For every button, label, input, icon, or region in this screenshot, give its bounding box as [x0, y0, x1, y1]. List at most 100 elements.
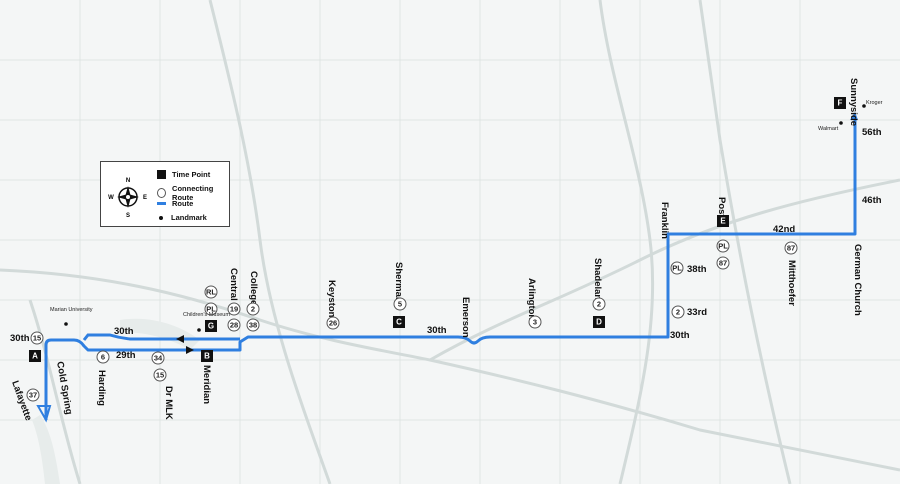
svg-text:B: B: [204, 352, 210, 361]
connecting-route-26: 26: [326, 316, 340, 330]
svg-text:E: E: [720, 217, 726, 226]
legend-time-point-label: Time Point: [172, 170, 211, 179]
compass-n: N: [126, 178, 130, 184]
street-mitthoefer: Mitthoefer: [786, 260, 797, 306]
connecting-route-28: 28: [227, 318, 241, 332]
connecting-route-5: 5: [393, 297, 407, 311]
route-terminus-north: [850, 112, 858, 120]
svg-text:19: 19: [230, 305, 238, 314]
street-franklin: Franklin: [659, 202, 670, 239]
svg-text:G: G: [208, 322, 214, 331]
svg-text:38: 38: [249, 321, 257, 330]
svg-text:RL: RL: [206, 288, 216, 297]
street-30th-east: 30th: [670, 330, 690, 341]
svg-text:2: 2: [251, 305, 255, 314]
svg-text:87: 87: [719, 259, 727, 268]
legend-route-label: Route: [172, 199, 194, 208]
time-point-f: F: [834, 97, 846, 109]
connecting-route-38: 38: [246, 318, 260, 332]
connecting-route-symbol: [157, 188, 167, 198]
svg-text:Children's Museum: Children's Museum: [183, 312, 230, 318]
svg-text:37: 37: [29, 391, 37, 400]
landmark-marian-university: Marian University: [50, 307, 93, 326]
street-meridian: Meridian: [201, 365, 212, 404]
connecting-route-15-b: 15: [153, 368, 167, 382]
svg-text:5: 5: [398, 300, 402, 309]
connecting-route-pl-e: PL: [716, 239, 730, 253]
connecting-route-pl-38th: PL: [670, 261, 684, 275]
street-30th-mid: 30th: [427, 325, 447, 336]
street-college: College: [248, 271, 259, 305]
compass-w: W: [108, 195, 114, 201]
connecting-route-rl: RL: [204, 285, 218, 299]
legend-time-point: Time Point: [157, 170, 210, 179]
svg-text:2: 2: [676, 308, 680, 317]
street-29th: 29th: [116, 350, 136, 361]
street-sherman: Sherman: [393, 262, 404, 303]
landmark-symbol: [159, 215, 163, 220]
time-point-a: A: [29, 350, 41, 362]
connecting-route-19: 19: [227, 302, 241, 316]
connecting-route-2-a: 2: [246, 302, 260, 316]
route-line: [44, 120, 857, 420]
connecting-route-34: 34: [151, 351, 165, 365]
svg-text:PL: PL: [206, 305, 216, 314]
direction-arrow-west: [176, 335, 184, 343]
time-point-b: B: [201, 350, 213, 362]
street-42nd: 42nd: [773, 224, 795, 235]
compass-e: E: [143, 195, 147, 201]
legend-connecting-route-label: Connecting Route: [172, 184, 214, 202]
compass-s: S: [126, 213, 130, 218]
street-46th: 46th: [862, 195, 882, 206]
street-shadeland: Shadeland: [592, 258, 603, 306]
svg-text:34: 34: [154, 354, 163, 363]
svg-text:F: F: [838, 99, 843, 108]
connecting-route-3: 3: [528, 315, 542, 329]
street-56th: 56th: [862, 127, 882, 138]
legend-landmark-label: Landmark: [171, 213, 207, 222]
svg-text:Kroger: Kroger: [866, 100, 883, 106]
time-point-g: G: [205, 320, 217, 332]
street-german-church: German Church: [852, 244, 863, 316]
connecting-route-87-m: 87: [784, 241, 798, 255]
svg-text:Marian University: Marian University: [50, 307, 93, 313]
street-38th: 38th: [687, 264, 707, 275]
time-point-d: D: [593, 316, 605, 328]
svg-text:87: 87: [787, 244, 795, 253]
svg-text:26: 26: [329, 319, 337, 328]
time-point-symbol: [157, 170, 166, 179]
svg-text:15: 15: [156, 371, 164, 380]
street-harding: Harding: [96, 370, 107, 406]
svg-text:2: 2: [597, 300, 601, 309]
street-keystone: Keystone: [326, 280, 337, 323]
compass-rose-icon: N S W E: [108, 178, 147, 218]
svg-text:C: C: [396, 318, 402, 327]
street-dr-mlk: Dr MLK: [163, 386, 174, 420]
svg-text:28: 28: [230, 321, 238, 330]
street-cold-spring: Cold Spring: [54, 361, 74, 416]
map-legend: N S W E Time Point Connecting Route Rout…: [100, 161, 230, 227]
landmark-kroger: Kroger: [862, 100, 883, 108]
connecting-route-2-c: 2: [671, 305, 685, 319]
svg-text:A: A: [32, 352, 38, 361]
street-sunnyside: Sunnyside: [848, 78, 859, 126]
legend-connecting-route: Connecting Route: [157, 184, 229, 202]
route-symbol: [157, 202, 166, 205]
street-30th-west: 30th: [114, 326, 134, 337]
svg-text:D: D: [596, 318, 602, 327]
legend-route: Route: [157, 199, 193, 208]
landmark-walmart: Walmart: [818, 121, 843, 132]
street-emerson: Emerson: [460, 297, 471, 338]
svg-text:PL: PL: [718, 242, 728, 251]
street-post: Post: [716, 197, 727, 218]
landmark-childrens-museum: Children's Museum: [183, 312, 230, 332]
connecting-route-15-a: 15: [30, 331, 44, 345]
basemap-water: [32, 318, 200, 484]
connecting-route-2-b: 2: [592, 297, 606, 311]
svg-text:6: 6: [101, 353, 105, 362]
street-30th-label-left: 30th: [10, 333, 30, 344]
street-central: Central: [228, 268, 239, 301]
